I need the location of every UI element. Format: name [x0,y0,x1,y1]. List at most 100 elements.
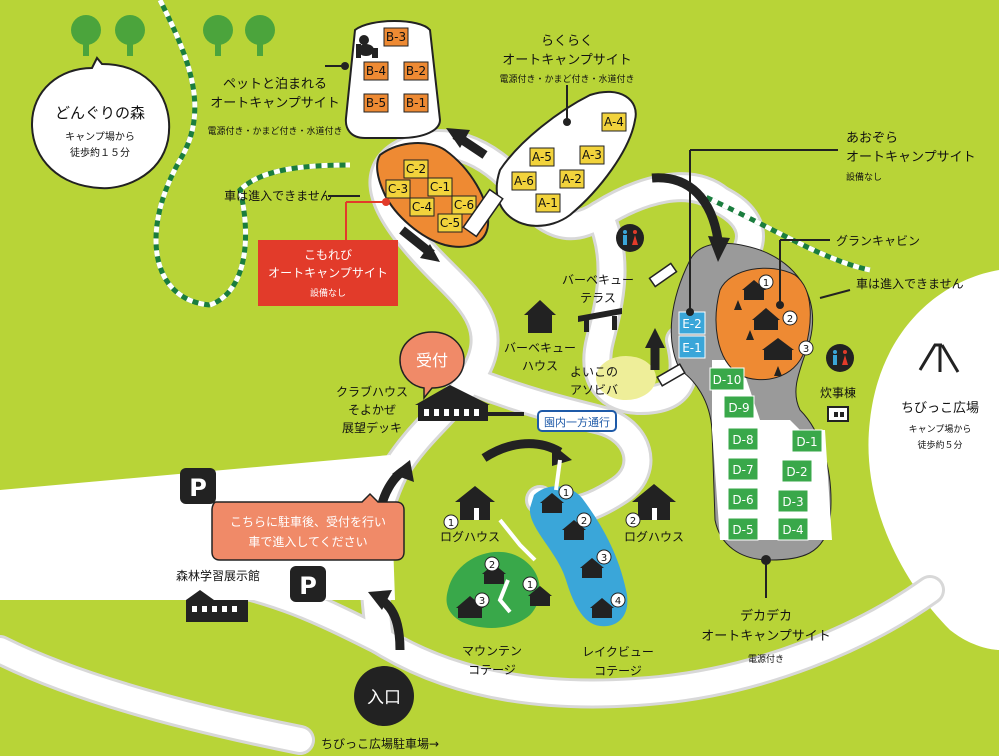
komorebi-campsite-area: C-2 C-3 C-1 C-4 C-6 C-5 [345,142,490,248]
cabin-icon [762,338,794,360]
parking-label-lower: P [299,572,317,600]
lakeview-num-2: 2 [581,516,587,527]
site-d4: D-4 [782,523,803,537]
parking-label-upper: P [189,474,207,502]
mountain-cottages: 2 1 3 マウンテン コテージ [446,551,552,677]
log-house-label-right: ログハウス [624,530,684,544]
house-icon [562,520,586,540]
dekadeka-title1: デカデカ [740,608,792,624]
site-a3: A-3 [582,148,602,162]
one-way-label: 園内一方通行 [544,415,610,429]
log-house-left: 1 ログハウス [440,486,500,544]
bbq-house-l1: バーベキュー [504,341,576,355]
site-d1: D-1 [796,435,817,449]
chibikko-title: ちびっこ広場 [901,401,979,416]
pet-sub: 電源付き・かまど付き・水道付き [207,125,342,137]
rakuraku-sites: A-4 A-5 A-3 A-6 A-2 A-1 [511,112,627,213]
chibikko-sub2: 徒歩約５分 [917,439,962,451]
site-d9: D-9 [728,401,749,415]
bbq-house: バーベキュー ハウス [504,300,576,373]
site-b2: B-2 [406,64,426,78]
stairs [462,188,686,387]
cabin-icon [752,308,780,330]
cabin-icon [742,280,766,300]
dekadeka-campsite-area: E-2 E-1 D-10 D-9 D-8 D-7 D-6 D-5 D-1 D-2… [670,242,832,665]
notice-l1: こちらに駐車後、受付を行い [230,514,386,529]
log-house-label-left: ログハウス [440,530,500,544]
pet-title1: ペットと泊まれる [223,77,327,92]
site-a1: A-1 [538,196,558,210]
reception-label: 受付 [416,351,448,370]
dekadeka-title2: オートキャンプサイト [701,629,831,644]
site-d3: D-3 [782,495,803,509]
grancabin-title: グランキャビン [836,234,920,248]
site-d2: D-2 [786,465,807,479]
lakeview-num-4: 4 [615,596,621,607]
grancabin-cabins: 1 2 3 [734,274,814,376]
boundary-lines [153,0,871,308]
site-b4: B-4 [366,64,386,78]
site-c2: C-2 [406,162,426,176]
mountain-l1: マウンテン [462,644,522,658]
site-c3: C-3 [388,182,408,196]
dog-icon [356,35,378,58]
chibikko-parking-label: ちびっこ広場駐車場→ [321,736,439,751]
tree-icon [115,15,145,56]
footpaths [497,459,562,614]
site-b3: B-3 [386,30,406,44]
komorebi-title1: こもれび [304,248,352,262]
mountain-l2: コテージ [468,663,516,677]
mountain-num-2: 2 [489,560,495,571]
lakeview-cottages: 1 2 3 4 レイクビュー コテージ [529,484,654,678]
parking-notice-callout: こちらに駐車後、受付を行い 車で進入してください [211,492,405,561]
chibikko-plaza-area [868,270,999,650]
pet-title2: オートキャンプサイト [210,96,340,111]
lakeview-l1: レイクビュー [582,645,654,659]
tree-icon [203,15,233,56]
no-car-label-left: 車は進入できません [224,189,332,203]
tree-icon [71,15,101,56]
site-c1: C-1 [430,180,450,194]
slide-icon [918,343,960,373]
rakuraku-campsite-area: A-4 A-5 A-3 A-6 A-2 A-1 らくらく オートキャンプサイト … [495,34,637,227]
house-icon [528,586,552,606]
lakeview-num-1: 1 [563,488,569,499]
komorebi-sub: 設備なし [310,287,346,299]
site-a5: A-5 [532,150,552,164]
rakuraku-title2: オートキャンプサイト [502,53,632,68]
cabin-num-1: 1 [763,278,769,289]
suijito-label: 炊事棟 [820,385,856,400]
arrowheads [368,128,730,610]
bbq-terrace-l2: テラス [580,291,616,305]
clubhouse-l3: 展望デッキ [342,420,402,435]
chibikko-sub1: キャンプ場から [909,423,972,435]
clubhouse-l1: クラブハウス [336,384,408,399]
e-sites: E-2 E-1 [678,311,706,359]
site-b1: B-1 [406,96,426,110]
site-b5: B-5 [366,96,386,110]
lakeview-l2: コテージ [594,664,642,678]
site-c6: C-6 [454,198,474,212]
rakuraku-sub: 電源付き・かまど付き・水道付き [499,73,634,85]
reception-badge: 受付 [399,331,465,401]
playground-l1: よいこの [570,365,618,379]
bbq-house-l2: ハウス [522,359,558,373]
house-icon [540,493,564,513]
d-sites: D-10 D-9 D-8 D-7 D-6 D-5 D-1 D-2 D-3 D-4 [709,367,823,541]
house-icon [590,598,614,618]
tree-icons [71,15,275,56]
site-a2: A-2 [562,172,582,186]
log-num-2: 2 [630,516,636,527]
pet-sites: B-3 B-4 B-2 B-5 B-1 [363,27,429,113]
cabin-num-3: 3 [803,344,809,355]
parking-lot [0,455,395,600]
site-a6: A-6 [514,174,534,188]
site-c4: C-4 [412,200,432,214]
clubhouse: クラブハウス そよかぜ 展望デッキ [336,384,524,435]
entrance-label: 入口 [367,688,401,708]
tree-icon [245,15,275,56]
aozora-title2: オートキャンプサイト [846,150,976,165]
entrance-marker: 入口 ちびっこ広場駐車場→ [321,666,439,751]
komorebi-label-box: こもれび オートキャンプサイト 設備なし [258,240,398,306]
